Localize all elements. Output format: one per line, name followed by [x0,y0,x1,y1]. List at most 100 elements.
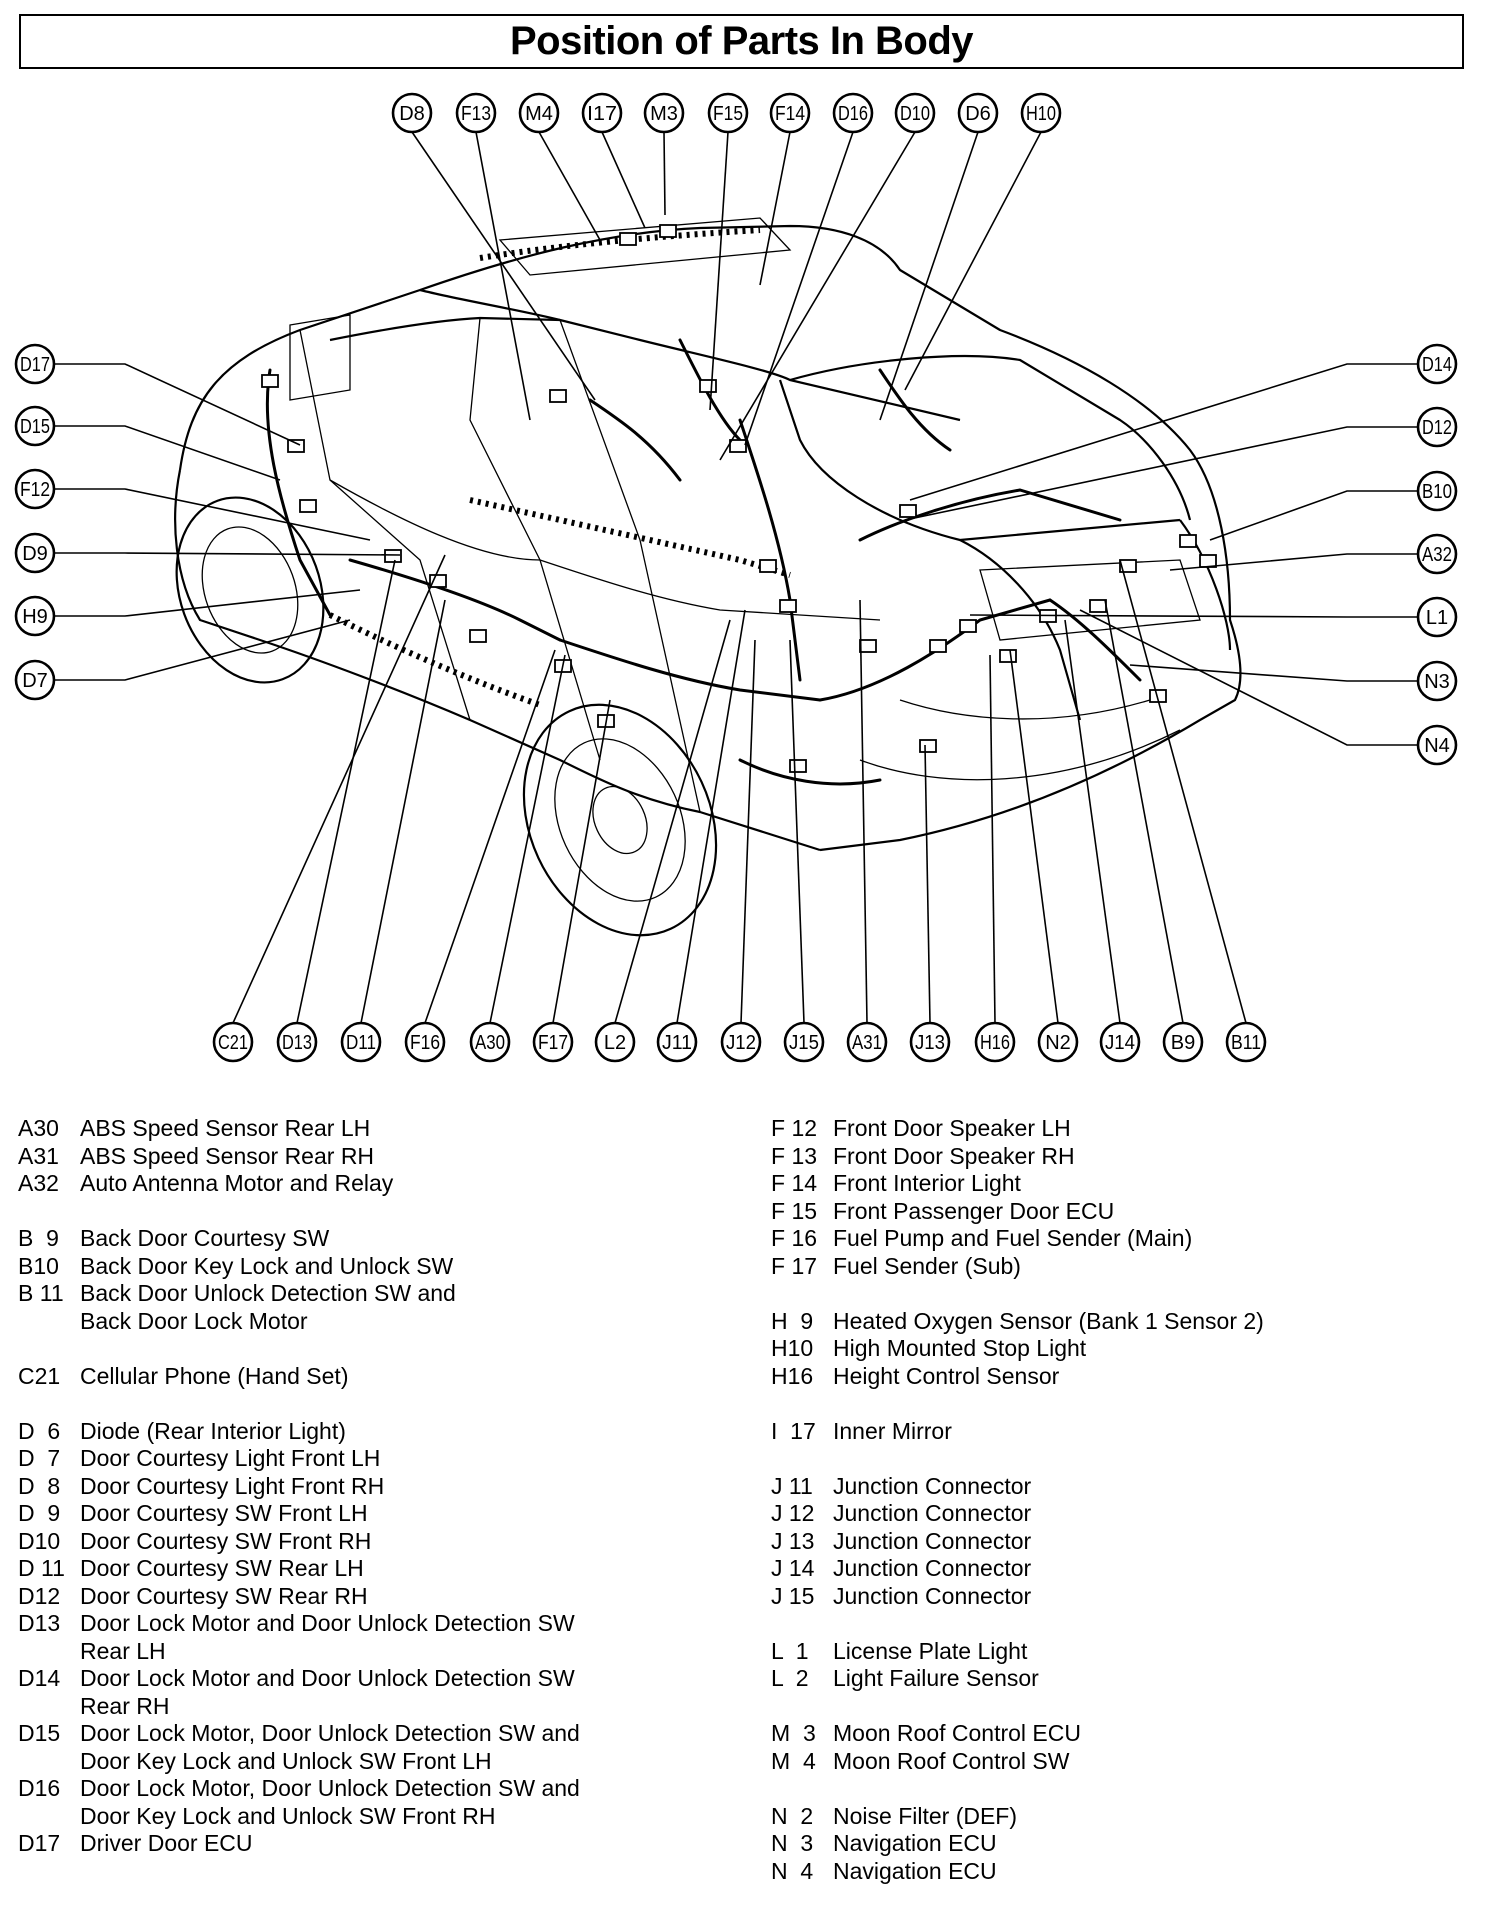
legend-code: D 6 [18,1417,61,1444]
legend-code: I 17 [771,1417,816,1444]
callout-h10: H10 [1020,92,1062,134]
legend-code: H16 [771,1362,814,1389]
leader-line-f14 [759,131,791,286]
callout-label: I17 [587,103,617,125]
car-body-outline [174,217,1242,937]
callout-d6: D6 [957,92,999,134]
leader-line-i17 [601,131,646,229]
leader-line-d16 [744,131,854,446]
legend-code: N 2 [771,1802,814,1829]
callout-label: N3 [1424,671,1450,693]
legend-name: Door Lock Motor and Door Unlock Detectio… [80,1665,575,1719]
legend-name: Driver Door ECU [80,1830,253,1856]
callout-a30: A30 [469,1021,511,1063]
legend-code: J 14 [771,1555,815,1581]
leader-line-j11 [676,609,746,1024]
legend-code: M 3 [771,1720,816,1746]
legend-name: Height Control Sensor [833,1362,1060,1389]
legend-item: F 14 Front Interior Light [771,1170,1373,1198]
legend-name: Front Interior Light [833,1170,1021,1196]
legend-code: J 12 [771,1500,815,1526]
callout-f16: F16 [404,1021,446,1063]
legend-name: High Mounted Stop Light [833,1335,1087,1361]
legend-name: Front Door Speaker LH [833,1115,1071,1141]
leader-line-l1 [969,614,1418,618]
legend-code: B10 [18,1252,59,1279]
legend-code: H10 [771,1335,814,1361]
legend-name: Junction Connector [833,1472,1032,1499]
legend-name: Front Door Speaker RH [833,1142,1075,1169]
callout-label: H9 [22,606,48,628]
leader-lines [54,131,1418,1024]
callout-d8: D8 [391,92,433,134]
legend-item: I 17 Inner Mirror [771,1418,1373,1446]
legend-code: F 14 [771,1170,818,1196]
callout-d14: D14 [1416,343,1458,385]
legend-code: J 11 [771,1472,813,1499]
legend-code: C21 [18,1362,61,1389]
callout-d15: D15 [14,405,56,447]
callout-j13: J13 [909,1021,951,1063]
legend-name: Fuel Sender (Sub) [833,1252,1021,1279]
leader-line-d6 [879,131,979,421]
callout-label: D14 [1422,354,1452,376]
callout-j12: J12 [720,1021,762,1063]
legend-item: H16 Height Control Sensor [771,1363,1373,1391]
leader-line-f15 [709,131,729,411]
legend-name: Fuel Pump and Fuel Sender (Main) [833,1225,1193,1251]
callout-label: L1 [1426,607,1448,629]
legend-code: B 9 [18,1225,59,1251]
callout-m4: M4 [518,92,560,134]
callout-label: L2 [604,1032,626,1054]
callout-d10: D10 [894,92,936,134]
legend-code: D 11 [18,1555,65,1581]
callout-label: D17 [20,354,50,376]
callout-label: B10 [1422,481,1452,503]
callout-label: A30 [475,1032,505,1054]
callout-f14: F14 [769,92,811,134]
legend-code: D10 [18,1527,61,1554]
legend-code: A30 [18,1115,59,1141]
legend-name: Door Lock Motor, Door Unlock Detection S… [80,1775,580,1829]
legend-name: Junction Connector [833,1555,1032,1581]
legend-name: Door Courtesy Light Front RH [80,1472,385,1499]
callout-label: F16 [410,1032,440,1054]
legend-code: F 13 [771,1142,818,1169]
leader-line-j12 [740,639,756,1024]
callout-n3: N3 [1416,660,1458,702]
leader-line-f16 [424,649,556,1024]
legend-name: Inner Mirror [833,1417,952,1444]
callout-label: N4 [1424,735,1450,757]
callout-i17: I17 [581,92,623,134]
leader-line-a30 [489,654,566,1024]
callout-h16: H16 [974,1021,1016,1063]
leader-line-c21 [232,554,446,1024]
leader-line-b10 [1209,490,1418,541]
legend-name: Door Courtesy Light Front LH [80,1445,381,1471]
legend-code: F 15 [771,1197,818,1224]
leader-line-b11 [1119,559,1247,1024]
callout-l2: L2 [594,1021,636,1063]
callout-label: J14 [1105,1032,1135,1054]
callout-label: D10 [900,103,930,125]
legend-code: N 4 [771,1857,814,1884]
legend-code: J 15 [771,1582,815,1609]
callout-m3: M3 [643,92,685,134]
legend-name: Back Door Unlock Detection SW and Back D… [80,1280,456,1334]
